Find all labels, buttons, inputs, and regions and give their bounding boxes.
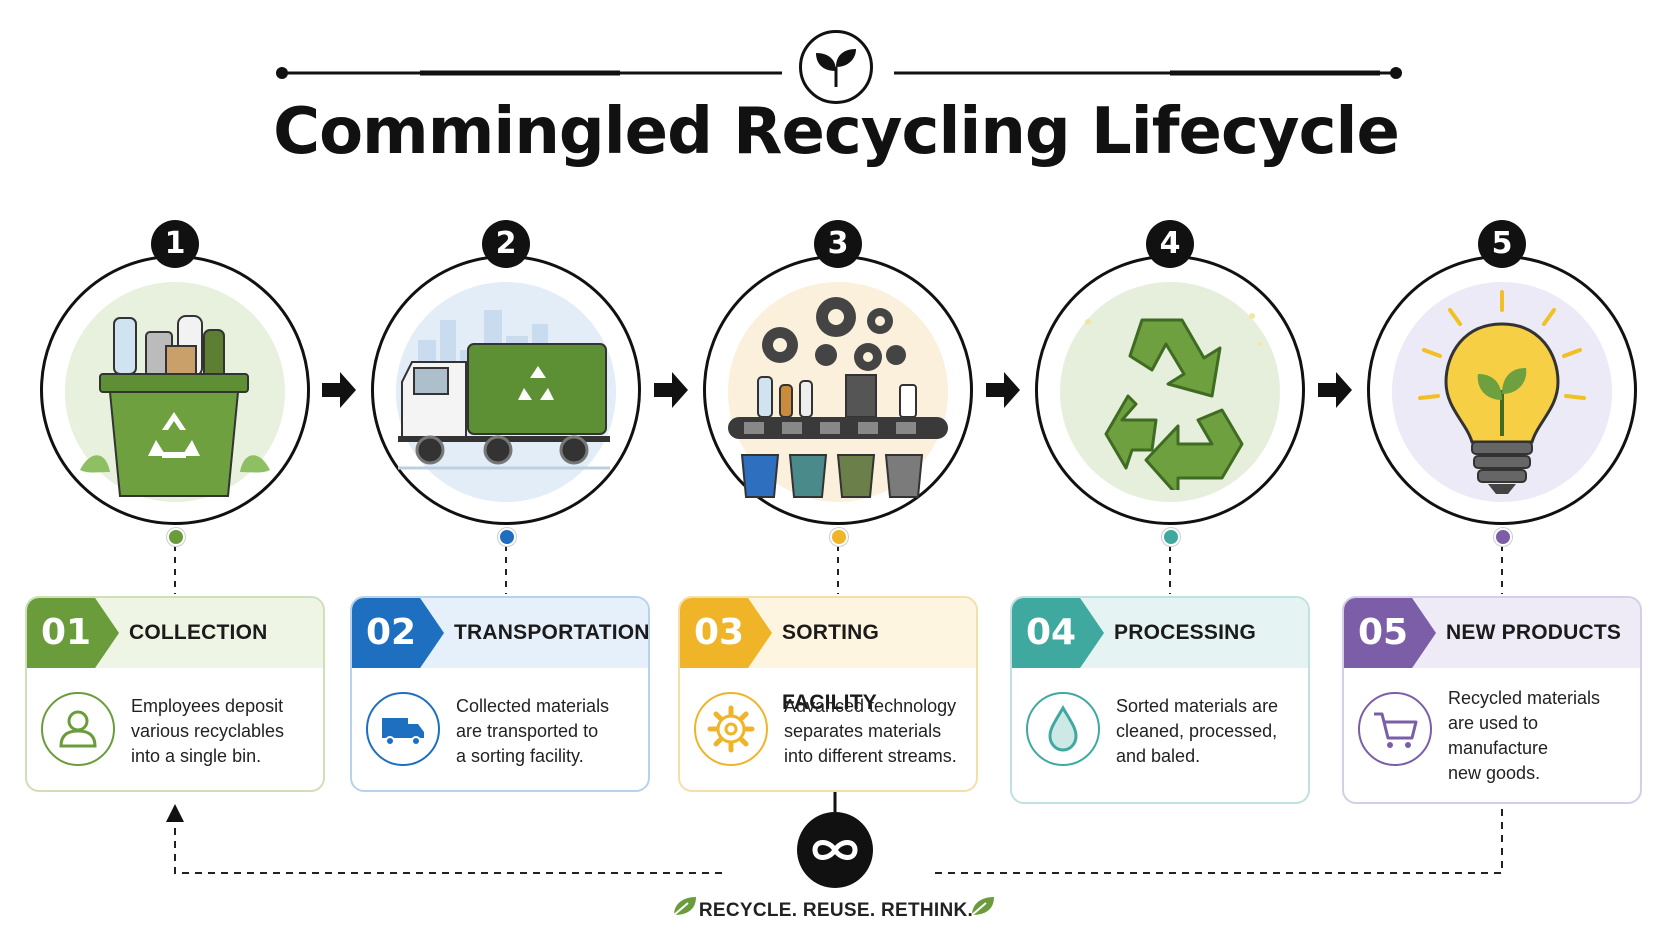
step-number: 1 (151, 220, 199, 268)
description-line: separates materials (784, 721, 942, 741)
card-number: 01 (27, 598, 119, 668)
step-dot (1162, 528, 1180, 546)
card-sorting-facility: 03 SORTING FACILITY Advanced technology … (678, 596, 978, 792)
description-line: Sorted materials are (1116, 696, 1279, 716)
description-line: are used to (1448, 713, 1539, 733)
card-description: Employees deposit various recyclables in… (131, 694, 313, 769)
card-description: Advanced technology separates materials … (784, 694, 966, 769)
card-title: COLLECTION (129, 621, 268, 644)
leaf-icon (673, 897, 696, 916)
card-header: 02 TRANSPORTATION (352, 598, 648, 668)
description-line: Collected materials (456, 696, 610, 716)
card-header: 05 NEW PRODUCTS (1344, 598, 1640, 668)
description-line: and baled. (1116, 746, 1201, 766)
card-description: Sorted materials are cleaned, processed,… (1116, 694, 1298, 769)
description-line: into different streams. (784, 746, 957, 766)
description-line: manufacture (1448, 738, 1549, 758)
description-line: Recycled materials (1448, 688, 1601, 708)
recycle-symbol-illustration (1085, 313, 1262, 490)
card-header: 01 COLLECTION (27, 598, 323, 668)
recycling-bin-illustration (80, 315, 270, 497)
card-body: Advanced technology separates materials … (680, 668, 976, 788)
card-processing: 04 PROCESSING Sorted materials are clean… (1010, 596, 1310, 804)
card-body: Sorted materials are cleaned, processed,… (1012, 668, 1308, 788)
card-number: 03 (680, 598, 772, 668)
card-body: Collected materials are transported to a… (352, 668, 648, 788)
step-dot (498, 528, 516, 546)
card-title: TRANSPORTATION (454, 621, 650, 644)
sprout-icon (816, 49, 856, 87)
card-title: PROCESSING (1114, 621, 1257, 644)
page-title: Commingled Recycling Lifecycle (273, 95, 1400, 169)
description-line: Advanced technology (784, 696, 957, 716)
leaf-badge (799, 30, 873, 104)
card-number: 02 (352, 598, 444, 668)
card-number: 04 (1012, 598, 1104, 668)
description-line: various recyclables (131, 721, 285, 741)
card-description: Collected materials are transported to a… (456, 694, 638, 769)
description-line: cleaned, processed, (1116, 721, 1278, 741)
leaf-icon (971, 897, 994, 916)
step-number: 2 (482, 220, 530, 268)
flow-arrow-icon (986, 372, 1020, 408)
flow-arrow-icon (322, 372, 356, 408)
card-header: 04 PROCESSING (1012, 598, 1308, 668)
truck-icon (366, 692, 440, 766)
description-line: new goods. (1448, 763, 1541, 783)
card-collection: 01 COLLECTION Employees deposit various … (25, 596, 325, 792)
description-line: are transported to (456, 721, 599, 741)
step-number: 3 (814, 220, 862, 268)
step-number: 5 (1478, 220, 1526, 268)
step-dot (167, 528, 185, 546)
infinity-badge (797, 812, 873, 888)
card-title: SORTING FACILITY (782, 621, 880, 714)
card-new-products: 05 NEW PRODUCTS Recycled materials are u… (1342, 596, 1642, 804)
light-bulb-illustration (1418, 290, 1586, 494)
flow-arrow-icon (654, 372, 688, 408)
step-number: 4 (1146, 220, 1194, 268)
recycling-truck-illustration (398, 310, 610, 470)
step-dot (830, 528, 848, 546)
step-dot (1494, 528, 1512, 546)
shopping-cart-icon (1358, 692, 1432, 766)
description-line: a sorting facility. (456, 746, 584, 766)
card-header: 03 SORTING FACILITY (680, 598, 976, 714)
card-description: Recycled materials are used to manufactu… (1448, 686, 1630, 786)
sorting-machine-illustration (728, 297, 948, 498)
card-body: Employees deposit various recyclables in… (27, 668, 323, 788)
flow-arrow-icon (1318, 372, 1352, 408)
gear-icon (694, 692, 768, 766)
infinity-icon (812, 840, 858, 860)
description-line: Employees deposit (131, 696, 284, 716)
card-transportation: 02 TRANSPORTATION Collected materials ar… (350, 596, 650, 792)
card-body: Recycled materials are used to manufactu… (1344, 668, 1640, 788)
description-line: into a single bin. (131, 746, 262, 766)
card-number: 05 (1344, 598, 1436, 668)
card-title: NEW PRODUCTS (1446, 621, 1622, 644)
tagline: RECYCLE. REUSE. RETHINK. (698, 900, 974, 921)
water-drop-icon (1026, 692, 1100, 766)
user-icon (41, 692, 115, 766)
